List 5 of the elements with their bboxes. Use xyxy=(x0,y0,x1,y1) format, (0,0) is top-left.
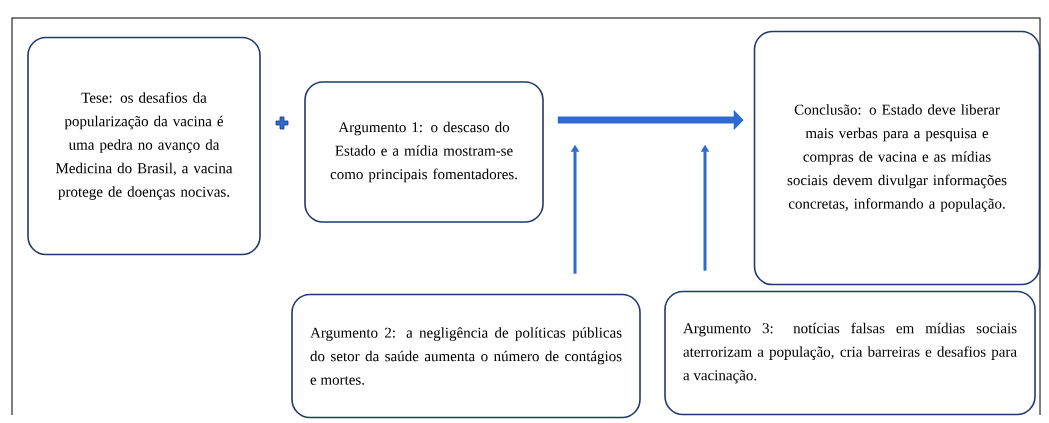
text-box: Argumento 1: o descaso do Estado e a mídia mostram-se como principais fomentadores. xyxy=(304,81,544,223)
text-box: Argumento 2: a negligência de políticas públicas do setor da saúde aumenta o número de contágios e mortes. xyxy=(291,293,641,419)
text-box: Tese: os desafios da popularização da vacina é uma pedra no avanço da Medicina do Brasil, a vacina protege de doenças nocivas. xyxy=(27,36,261,256)
text-box: Conclusão: o Estado deve liberar mais verbas para a pesquisa e compras de vacina e as mídias sociais devem divulgar informações concretas, informando a população. xyxy=(753,30,1041,286)
text-box: Argumento 3: notícias falsas em mídias sociais aterrorizam a população, cria barreiras e desafios para a vacinação. xyxy=(664,290,1036,416)
